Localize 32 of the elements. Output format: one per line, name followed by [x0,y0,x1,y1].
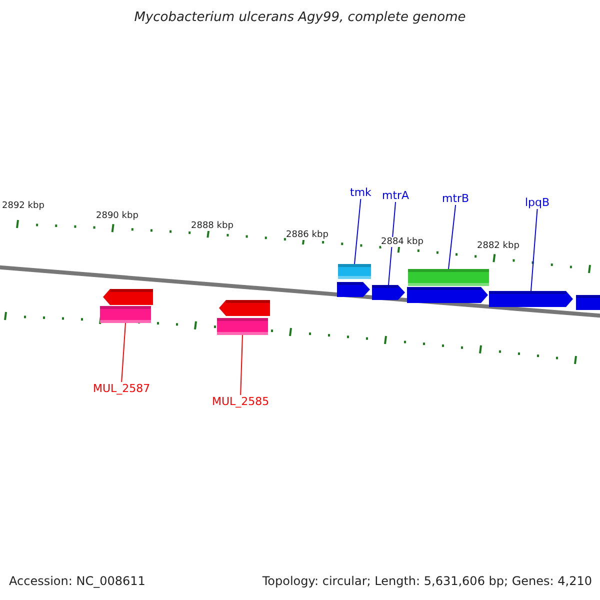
gene-label: mtrA [382,189,410,202]
gene-feature [372,285,405,300]
gene-box [217,318,268,335]
gene-box [338,264,371,279]
gene-label: MUL_2585 [212,395,270,408]
leader-line [530,208,538,292]
scale-label: 2888 kbp [191,221,234,231]
gene-feature [489,291,573,307]
gene-feature [337,282,370,297]
leader-line [448,204,456,270]
scale-label: 2884 kbp [381,237,424,247]
scale-label: 2892 kbp [2,201,44,211]
leader-line [388,202,396,286]
scale-label: 2890 kbp [96,211,138,221]
gene-feature [407,287,488,303]
genome-summary-text: Topology: circular; Length: 5,631,606 bp; Genes: 4,210 [262,574,592,588]
leader-line [121,322,126,382]
leader-line [354,198,362,264]
gene-label: MUL_2587 [93,382,150,395]
gene-feature [576,295,600,310]
scale-label: 2886 kbp [286,230,328,240]
diagram-title: Mycobacterium ulcerans Agy99, complete genome [133,10,467,25]
accession-text: Accession: NC_008611 [9,574,146,588]
scale-label: 2882 kbp [477,241,520,251]
gene-feature [219,300,270,316]
gene-label: tmk [350,186,372,199]
gene-label: mtrB [442,192,470,205]
gene-box [100,306,151,323]
gene-feature [103,289,153,305]
leader-line [240,334,243,396]
gene-box [408,269,489,286]
gene-label: lpqB [525,196,550,209]
